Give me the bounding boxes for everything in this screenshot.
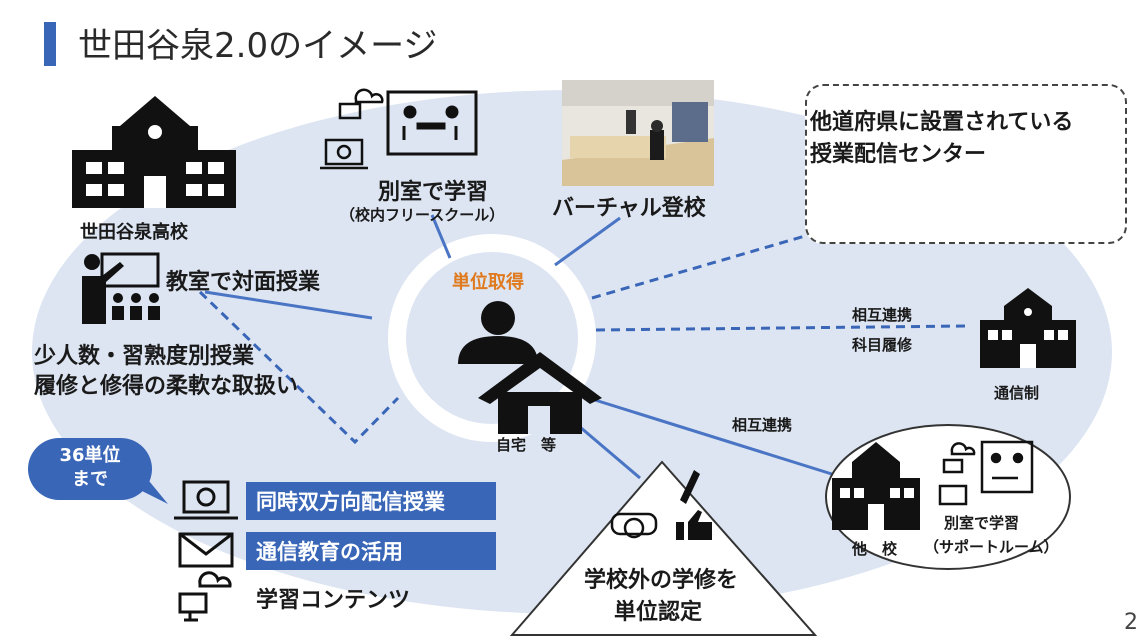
- home-label: 自宅 等: [496, 436, 557, 454]
- laptop-icon: [174, 480, 238, 520]
- dash-prefecture: [591, 234, 806, 300]
- virtual-label: バーチャル登校: [552, 196, 706, 221]
- cloud-pc-icon: [320, 88, 384, 170]
- line-separate-room: [430, 214, 452, 259]
- sync-delivery-label: 同時双方向配信授業: [246, 482, 496, 520]
- separate-room-icon: [386, 90, 478, 156]
- prefecture-label-2: 授業配信センター: [810, 142, 987, 167]
- bubble-line-2: まで: [72, 469, 108, 490]
- separate-room-sub-label: （校内フリースクール）: [340, 206, 505, 224]
- thumbs-up-icon: [676, 510, 712, 540]
- credit-label: 単位取得: [452, 272, 524, 293]
- line-virtual: [554, 216, 621, 267]
- support-room-label: 別室で学習: [944, 514, 1020, 532]
- school-building-icon: [72, 96, 236, 208]
- mutual-label-1: 相互連携: [852, 306, 913, 324]
- title-bar: [44, 22, 56, 66]
- broadcast-center-box: [805, 84, 1127, 244]
- credit-limit-bubble: 36単位 まで: [28, 438, 152, 500]
- small-class-label: 少人数・習熟度別授業: [34, 344, 255, 369]
- correspondence-label: 通信制: [994, 384, 1040, 402]
- school-label: 世田谷泉高校: [80, 222, 188, 243]
- pen-icon: [680, 470, 700, 504]
- mail-icon: [178, 532, 234, 568]
- support-room-sub-label: （サポートルーム）: [924, 538, 1059, 556]
- page-number: 2: [1124, 610, 1138, 635]
- virtual-classroom-image: [562, 80, 714, 186]
- correspondence-school-icon: [980, 288, 1076, 368]
- line-face-to-face: [204, 290, 373, 320]
- page-title: 世田谷泉2.0のイメージ: [78, 26, 438, 66]
- home-icon: [478, 352, 602, 434]
- dash-small-class: [198, 290, 400, 445]
- other-school-icon: [832, 442, 920, 530]
- certificate-icon: [610, 512, 658, 539]
- credit-recognition-label: 単位認定: [614, 600, 703, 625]
- teacher-icon: [82, 252, 160, 324]
- dash-correspondence: [595, 324, 966, 332]
- outside-triangle: [509, 460, 818, 636]
- person-icon: [458, 301, 538, 364]
- outside-learning-label: 学校外の学修を: [584, 568, 739, 593]
- other-school-label: 他 校: [852, 540, 898, 558]
- prefecture-label-1: 他道府県に設置されている: [810, 110, 1074, 135]
- cloud-computer-icon: [178, 571, 232, 622]
- correspondence-edu-label: 通信教育の活用: [246, 532, 496, 570]
- line-other-school: [594, 398, 836, 477]
- flexible-handling-label: 履修と修得の柔軟な取扱い: [34, 374, 299, 399]
- mutual-label-2: 相互連携: [732, 416, 793, 434]
- contents-label: 学習コンテンツ: [256, 588, 411, 613]
- face-to-face-label: 教室で対面授業: [166, 270, 321, 295]
- separate-room-label: 別室で学習: [378, 180, 489, 205]
- bubble-line-1: 36単位: [59, 445, 121, 466]
- subject-label: 科目履修: [852, 336, 913, 354]
- support-room-icon: [938, 440, 1034, 506]
